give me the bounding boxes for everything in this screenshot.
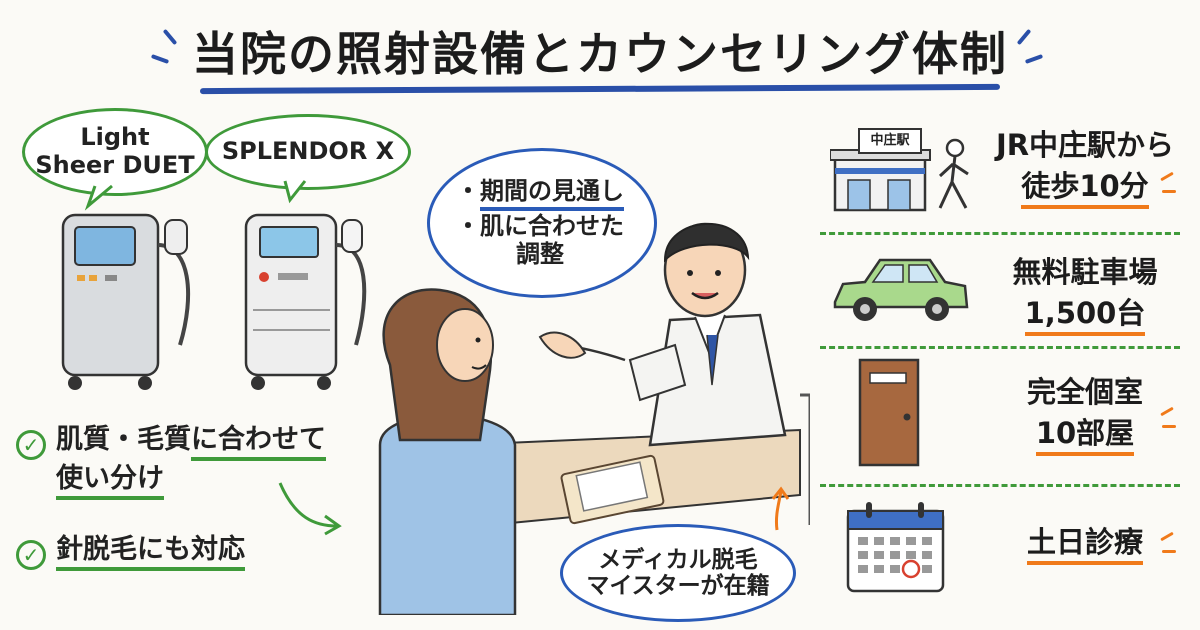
staff-bubble: メディカル脱毛 マイスターが在籍 [560,524,796,622]
staff-bubble-text: メディカル脱毛 マイスターが在籍 [586,546,770,599]
facility-rooms: 完全個室 10部屋 [985,372,1185,456]
calendar-icon [846,502,945,593]
feature-text: に合わせて [191,424,326,461]
feature-item: 肌質・毛質に合わせて 使い分け [56,420,326,501]
tick-decoration [1162,190,1176,193]
car-icon [833,258,969,321]
tick-decoration [1162,550,1176,553]
divider [820,346,1180,349]
facility-label: 無料駐車場 [1012,255,1158,289]
machine-name-splendor: SPLENDOR X [221,137,395,166]
feature-text: 使い分け [56,463,164,501]
check-icon: ✓ [16,540,46,570]
door-icon [858,358,920,467]
facility-weekend: 土日診療 [985,522,1185,565]
station-icon [830,138,969,212]
tick-decoration [1162,425,1176,428]
page-title: 当院の照射設備とカウンセリング体制 [192,27,1008,81]
counseling-scene-illustration [378,222,810,615]
divider [820,484,1180,487]
machine-bubble-lightsheer: Light Sheer DUET [22,108,208,196]
facility-value: 徒歩10分 [1021,168,1149,209]
feature-text: 肌質・毛質 [56,424,191,455]
facility-label: 土日診療 [1026,525,1143,565]
laser-machine-icon [61,213,191,390]
station-sign: 中庄駅 [858,128,922,154]
machine-bubble-splendor: SPLENDOR X [205,114,411,190]
laser-machine-icon [244,213,367,390]
facility-label: 完全個室 [1026,375,1143,409]
arrow-icon [278,482,342,536]
bullet-item: ・期間の見通し [456,176,624,211]
facility-access: JR中庄駅から 徒歩10分 [985,125,1185,209]
bullet-text: 肌に合わせた 調整 [480,212,624,268]
feature-item: 針脱毛にも対応 [56,530,245,571]
facility-value: 10部屋 [1035,415,1135,456]
facility-label: JR中庄駅から [995,128,1175,162]
counseling-bubble: ・期間の見通し ・肌に合わせた 調整 [427,148,657,298]
bullet-item: ・肌に合わせた 調整 [456,212,624,268]
feature-text: 針脱毛にも対応 [56,534,245,571]
arrow-icon [771,486,790,531]
bullet-text: 期間の見通し [480,176,624,211]
facility-value: 1,500台 [1024,295,1146,336]
divider [820,232,1180,235]
facility-parking: 無料駐車場 1,500台 [985,252,1185,336]
machine-name-lightsheer: Light Sheer DUET [35,123,195,179]
check-icon: ✓ [16,430,46,460]
